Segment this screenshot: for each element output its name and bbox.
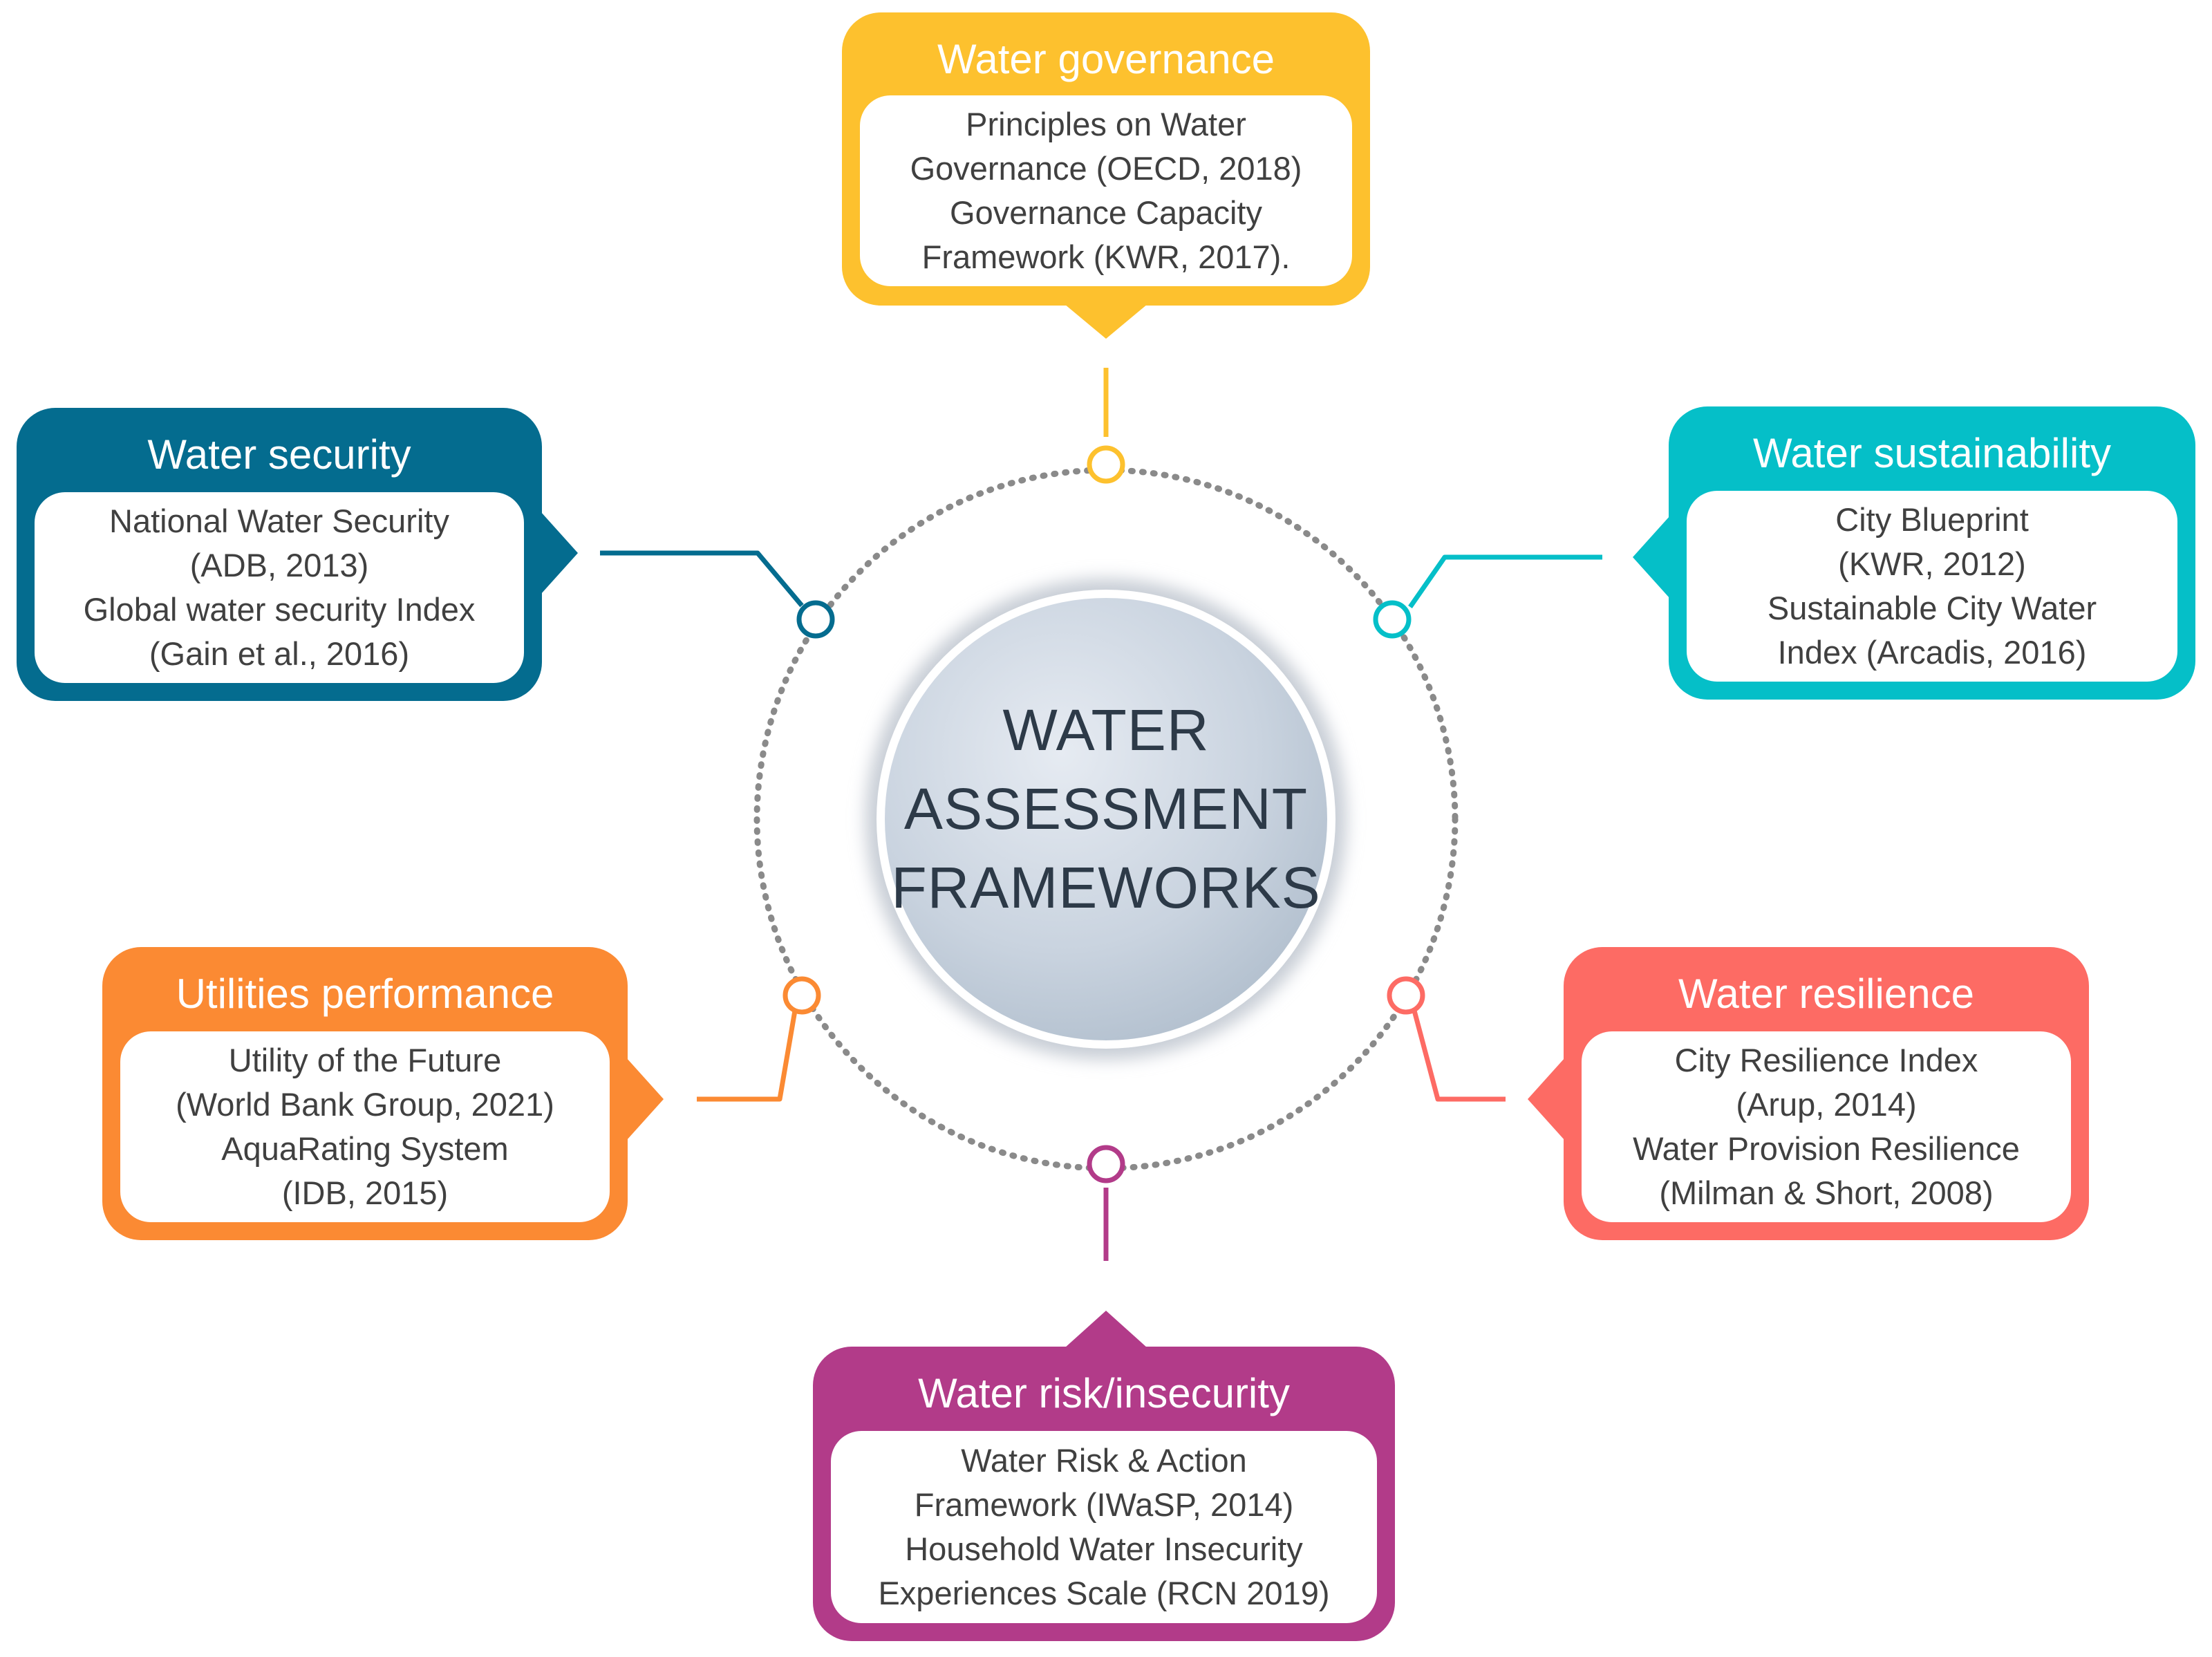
card-body: Water Risk & Action Framework (IWaSP, 20… <box>831 1431 1377 1623</box>
connector-line-utilities <box>697 1010 798 1102</box>
card-water-resilience: Water resilience City Resilience Index (… <box>1564 947 2089 1240</box>
connector-line-sustainability <box>1408 554 1602 608</box>
card-line: Principles on Water <box>966 106 1246 142</box>
card-water-risk-insecurity: Water risk/insecurity Water Risk & Actio… <box>813 1347 1395 1641</box>
center-label: WATER ASSESSMENT FRAMEWORKS <box>857 671 1355 947</box>
card-line: City Blueprint <box>1835 501 2029 538</box>
card-line: (World Bank Group, 2021) <box>176 1086 554 1123</box>
card-title: Water resilience <box>1678 971 1974 1017</box>
card-title: Water governance <box>937 36 1275 82</box>
card-line: (ADB, 2013) <box>189 547 369 583</box>
center-line: WATER <box>1002 698 1210 762</box>
card-title: Water security <box>147 431 411 478</box>
card-line: (Arup, 2014) <box>1736 1086 1917 1123</box>
card-line: Experiences Scale (RCN 2019) <box>878 1575 1330 1611</box>
card-water-security: Water security National Water Security (… <box>17 408 542 701</box>
card-line: Framework (KWR, 2017). <box>921 238 1291 275</box>
card-line: (KWR, 2012) <box>1838 545 2026 582</box>
card-pointer-risk <box>1065 1311 1147 1348</box>
card-title: Water sustainability <box>1753 430 2111 476</box>
card-body: City Resilience Index (Arup, 2014) Water… <box>1582 1031 2071 1222</box>
ring-node-resilience <box>1387 976 1425 1015</box>
ring-node-security <box>796 600 835 639</box>
card-body: City Blueprint (KWR, 2012) Sustainable C… <box>1687 491 2177 682</box>
card-line: Water Provision Resilience <box>1633 1130 2020 1167</box>
center-line: FRAMEWORKS <box>891 855 1321 920</box>
hub-inner-circle <box>885 598 1327 1040</box>
card-pointers <box>541 304 1670 1348</box>
card-line: City Resilience Index <box>1674 1042 1978 1078</box>
ring-nodes <box>782 445 1425 1183</box>
card-line: (Milman & Short, 2008) <box>1659 1174 1994 1211</box>
card-title: Water risk/insecurity <box>918 1370 1290 1416</box>
card-line: Index (Arcadis, 2016) <box>1777 634 2087 671</box>
connector-line-resilience <box>1412 1010 1506 1102</box>
card-line: National Water Security <box>109 503 449 539</box>
ring-node-sustainability <box>1373 600 1412 639</box>
card-body: Utility of the Future (World Bank Group,… <box>120 1031 610 1222</box>
connectors <box>600 368 1602 1261</box>
card-line: AquaRating System <box>221 1130 509 1167</box>
connector-line-security <box>600 550 804 608</box>
card-line: Governance Capacity <box>950 194 1262 231</box>
card-pointer-governance <box>1065 304 1147 339</box>
card-line: Water Risk & Action <box>961 1442 1247 1479</box>
center-line: ASSESSMENT <box>903 776 1309 841</box>
card-water-governance: Water governance Principles on Water Gov… <box>842 12 1370 306</box>
card-line: Framework (IWaSP, 2014) <box>914 1486 1294 1523</box>
ring-node-utilities <box>782 976 821 1015</box>
card-line: Household Water Insecurity <box>905 1530 1303 1567</box>
card-line: Utility of the Future <box>228 1042 502 1078</box>
card-line: (Gain et al., 2016) <box>149 635 410 672</box>
card-body: National Water Security (ADB, 2013) Glob… <box>35 492 524 683</box>
card-line: Sustainable City Water <box>1767 590 2097 626</box>
card-utilities-performance: Utilities performance Utility of the Fut… <box>102 947 628 1240</box>
card-pointer-resilience <box>1528 1058 1565 1141</box>
card-water-sustainability: Water sustainability City Blueprint (KWR… <box>1669 406 2195 700</box>
card-line: (IDB, 2015) <box>281 1174 449 1211</box>
card-pointer-sustainability <box>1633 516 1670 599</box>
card-line: Governance (OECD, 2018) <box>910 150 1302 187</box>
card-pointer-security <box>541 512 578 595</box>
ring-node-governance <box>1087 445 1125 484</box>
card-title: Utilities performance <box>176 971 554 1017</box>
card-body: Principles on Water Governance (OECD, 20… <box>860 95 1352 286</box>
card-line: Global water security Index <box>83 591 476 628</box>
ring-node-risk <box>1087 1145 1125 1183</box>
card-pointer-utilities <box>626 1058 664 1141</box>
